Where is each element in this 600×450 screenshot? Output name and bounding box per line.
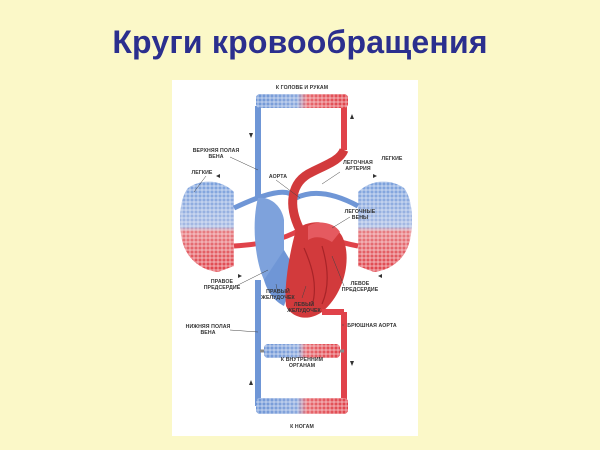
- aortic-arch: [288, 147, 349, 233]
- label-left-atrium-1: ЛЕВОЕ: [351, 281, 370, 287]
- label-pulmonary-artery-1: ЛЕГОЧНАЯ: [343, 160, 373, 166]
- label-inferior-vena-cava-2: ВЕНА: [200, 330, 215, 336]
- label-head-arms: К ГОЛОВЕ И РУКАМ: [276, 85, 328, 91]
- label-left-ventricle-2: ЖЕЛУДОЧЕК: [286, 308, 321, 314]
- label-left-ventricle-1: ЛЕВЫЙ: [294, 300, 314, 308]
- label-pulmonary-artery-2: АРТЕРИЯ: [345, 166, 371, 172]
- label-left-atrium-2: ПРЕДСЕРДИЕ: [342, 287, 379, 293]
- label-pulmonary-veins-1: ЛЕГОЧНЫЕ: [345, 209, 376, 215]
- label-inferior-vena-cava-1: НИЖНЯЯ ПОЛАЯ: [186, 324, 231, 330]
- circulation-diagram: К ГОЛОВЕ И РУКАМ ВЕРХНЯЯ ПОЛАЯ ВЕНА ЛЕГК…: [172, 80, 418, 436]
- label-aorta: АОРТА: [269, 174, 287, 180]
- slide-title: Круги кровообращения: [112, 24, 488, 60]
- label-lungs-left: ЛЕГКИЕ: [192, 170, 213, 176]
- circulation-diagram-svg: К ГОЛОВЕ И РУКАМ ВЕРХНЯЯ ПОЛАЯ ВЕНА ЛЕГК…: [180, 85, 412, 430]
- label-internal-organs-1: К ВНУТРЕННИМ: [281, 357, 323, 363]
- left-ventricle: [285, 222, 347, 318]
- label-abdominal-aorta: БРЮШНАЯ АОРТА: [347, 323, 397, 329]
- label-internal-organs-2: ОРГАНАМ: [289, 363, 315, 369]
- label-superior-vena-cava-1: ВЕРХНЯЯ ПОЛАЯ: [193, 148, 240, 154]
- label-right-ventricle-1: ПРАВЫЙ: [266, 287, 290, 295]
- label-superior-vena-cava-2: ВЕНА: [208, 154, 223, 160]
- label-leader-lines: [193, 156, 351, 352]
- left-atrium: [308, 222, 340, 242]
- label-right-atrium-1: ПРАВОЕ: [211, 279, 234, 285]
- label-right-atrium-2: ПРЕДСЕРДИЕ: [204, 285, 241, 291]
- label-pulmonary-veins-2: ВЕНЫ: [352, 215, 368, 221]
- flow-arrows: [216, 114, 382, 385]
- label-lungs-right: ЛЕГКИЕ: [382, 156, 403, 162]
- label-legs: К НОГАМ: [290, 424, 314, 430]
- label-right-ventricle-2: ЖЕЛУДОЧЕК: [260, 295, 295, 301]
